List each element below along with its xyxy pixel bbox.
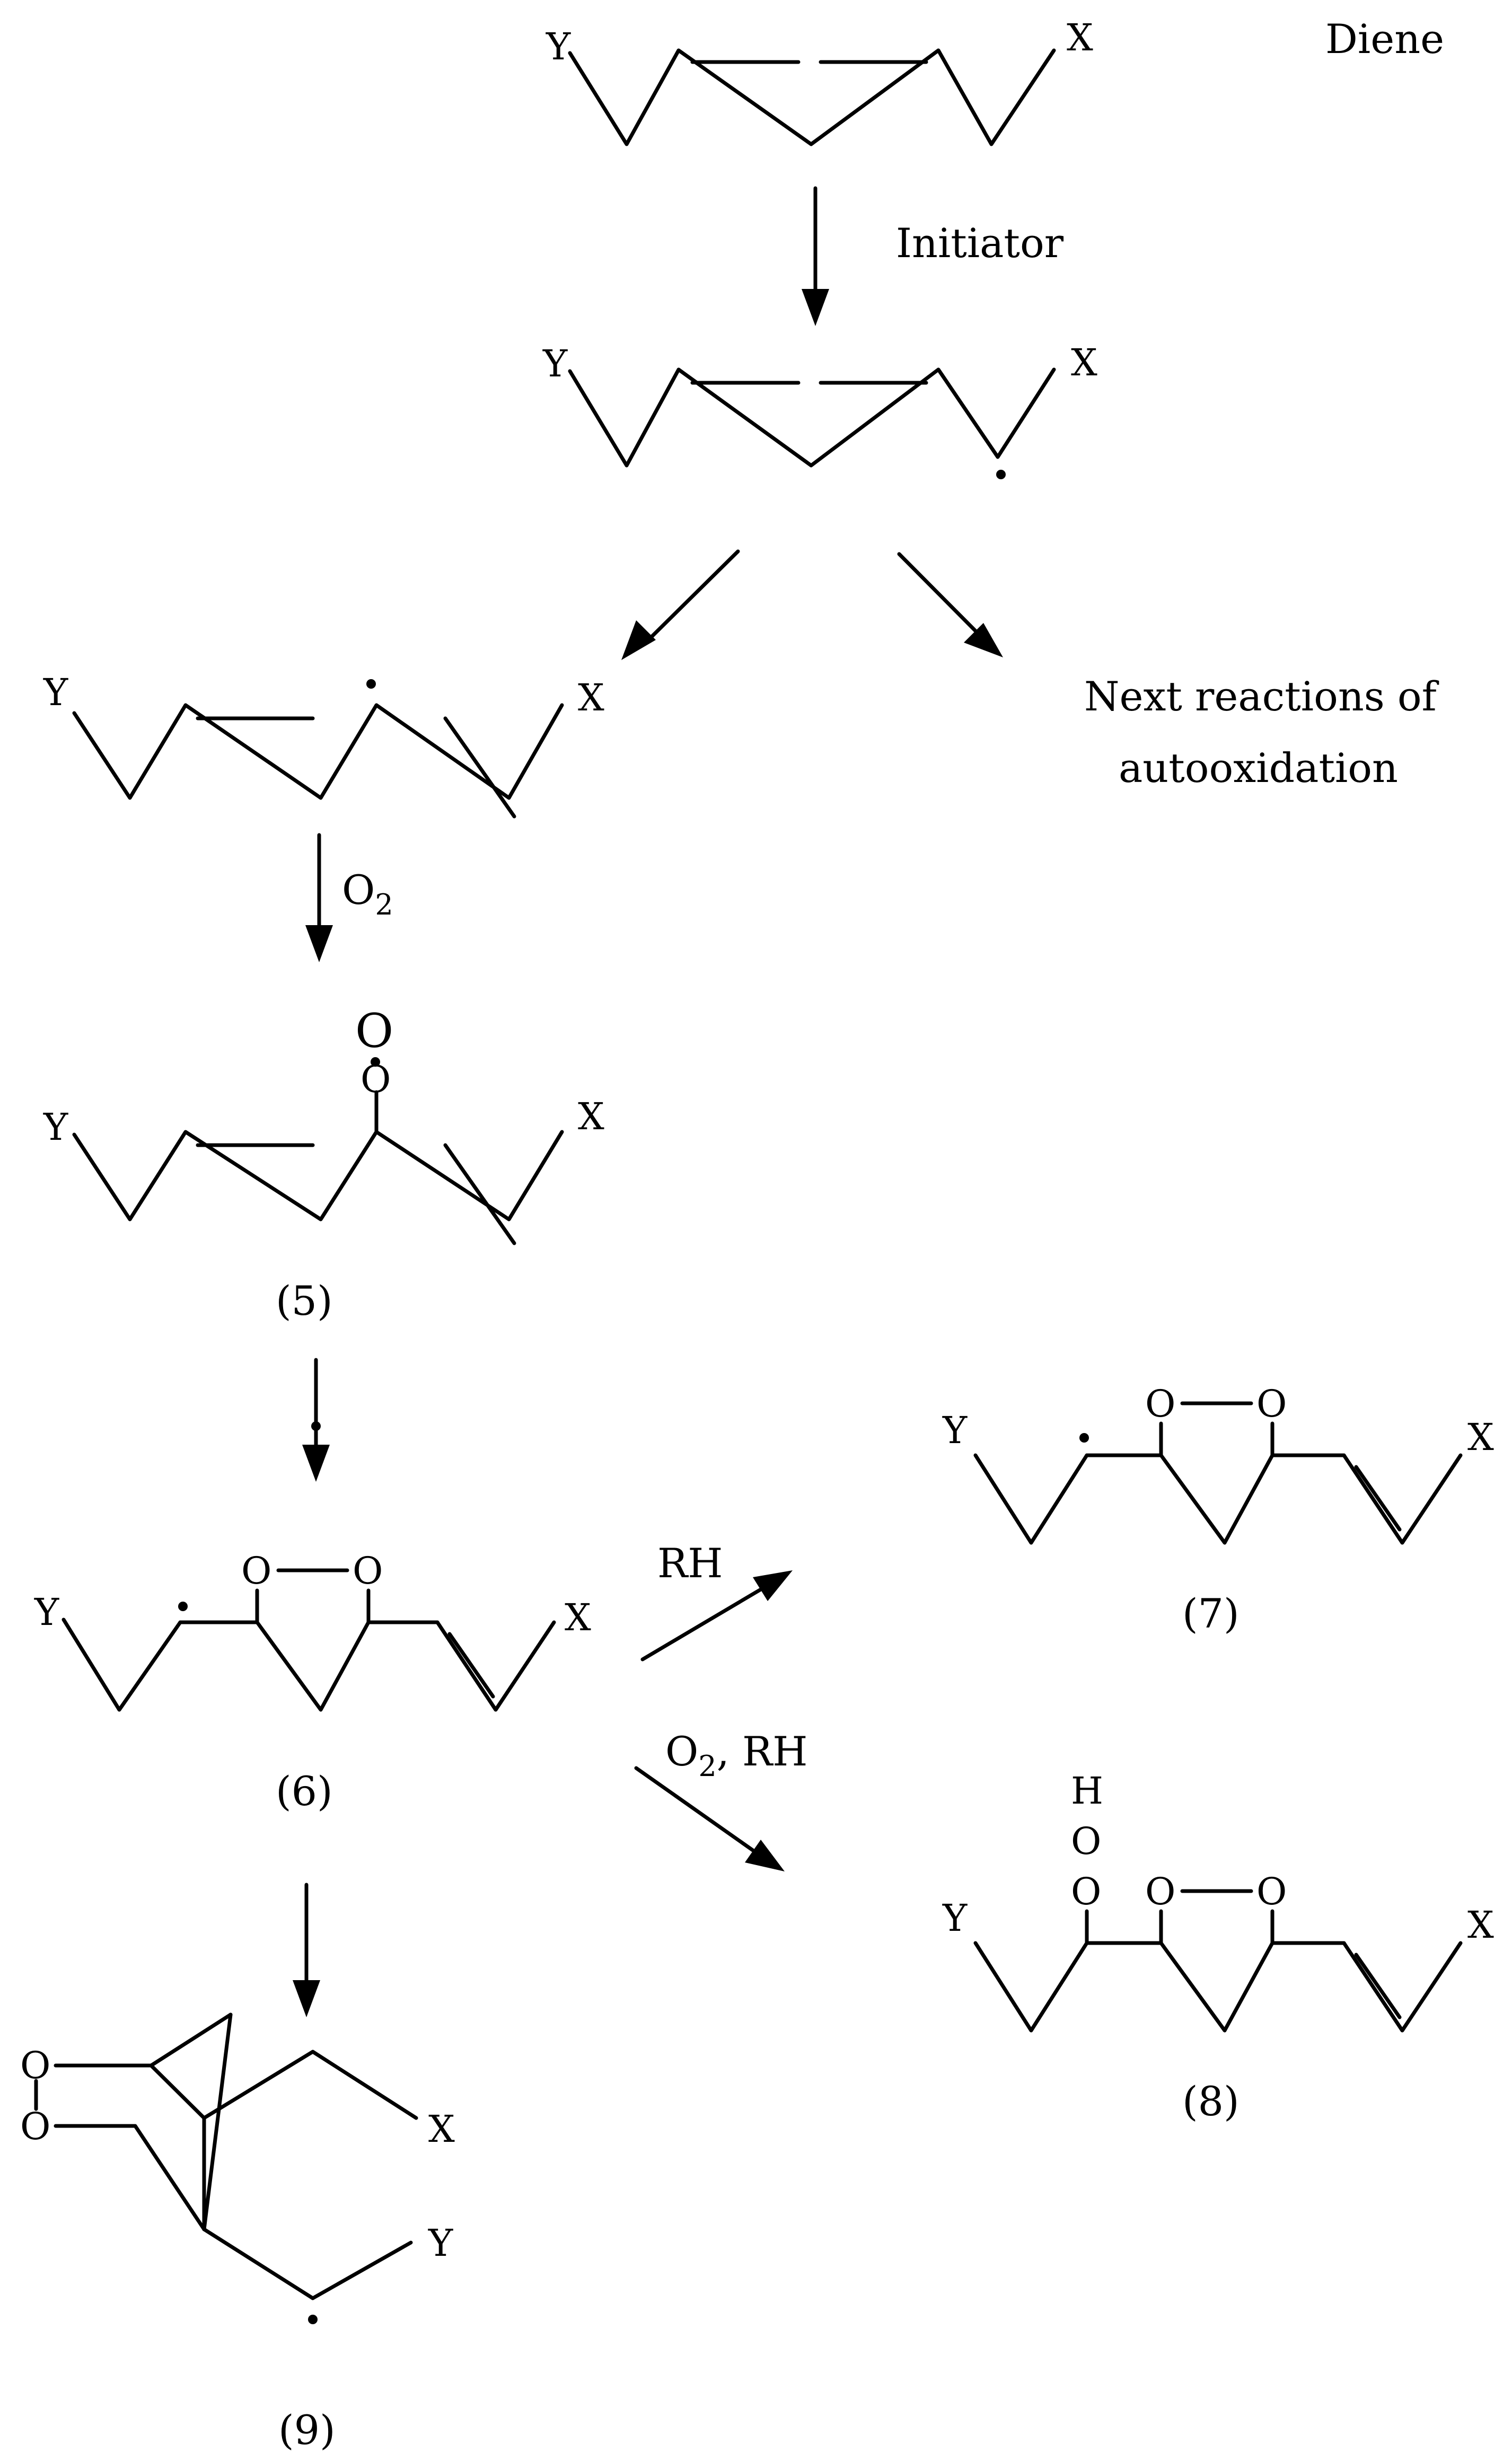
atom-x: X (1467, 1416, 1494, 1459)
compound-7-structure: O O Y X (942, 1382, 1494, 1545)
diene-label: Diene (1325, 15, 1444, 63)
arrow-o2 (305, 833, 333, 962)
atom-o-terminal: O (355, 1004, 393, 1058)
compound-6-label: (6) (276, 1768, 333, 1815)
arrow-dot (311, 1421, 321, 1431)
arrow-cyclization (302, 1358, 330, 1482)
radical-dot (996, 470, 1006, 479)
atom-x: X (428, 2107, 455, 2151)
arrow-to-next-reactions (897, 552, 1003, 657)
radical-dot (308, 2315, 318, 2324)
o2-rh-label-rest: , RH (717, 1728, 808, 1775)
o2-label: O2 (342, 866, 393, 921)
compound-9-label: (9) (278, 2406, 336, 2454)
atom-y: Y (542, 342, 568, 385)
rh-label: RH (657, 1540, 723, 1587)
arrow-o2-rh (634, 1766, 785, 1871)
o2-label-sub: 2 (375, 888, 393, 921)
next-reactions-line1: Next reactions of (1084, 673, 1439, 720)
atom-x: X (565, 1596, 591, 1639)
atom-o: O (353, 1549, 383, 1593)
atom-y: Y (546, 25, 571, 68)
compound-8-label: (8) (1182, 2078, 1240, 2125)
atom-x: X (1067, 16, 1093, 59)
atom-y: Y (34, 1590, 59, 1634)
arrow-to-bicyclic (293, 1883, 320, 2017)
radical-dot (371, 1057, 380, 1067)
arrow-rh (640, 1570, 793, 1662)
next-reactions-line2: autooxidation (1119, 744, 1398, 792)
diene-structure: Y X (546, 16, 1093, 146)
radical-dot (1079, 1433, 1089, 1443)
atom-o-hydroperoxyl: O (1071, 1820, 1101, 1863)
o2-rh-label: O2, RH (665, 1728, 808, 1783)
compound-8-structure: O O H O O Y X (942, 1769, 1494, 2033)
atom-o: O (20, 2044, 50, 2087)
atom-y: Y (43, 671, 68, 714)
atom-o: O (1145, 1870, 1175, 1913)
peroxyl-radical-structure: O O Y X (43, 1004, 604, 1245)
atom-y: Y (43, 1105, 68, 1149)
conjugated-radical-structure: Y X (43, 671, 604, 819)
arrow-initiator (802, 186, 829, 326)
compound-5-label: (5) (276, 1277, 333, 1324)
atom-x: X (578, 676, 604, 719)
radical-dot (366, 679, 376, 689)
o2-label-o: O (342, 866, 375, 913)
arrow-to-conjugated-radical (621, 549, 740, 660)
atom-y: Y (428, 2221, 453, 2265)
atom-o: O (241, 1549, 271, 1593)
atom-x: X (1071, 341, 1097, 384)
compound-7-label: (7) (1182, 1590, 1240, 1637)
cyclic-peroxide-radical-structure: O O Y X (34, 1549, 591, 1712)
atom-x: X (1467, 1903, 1494, 1947)
o2-rh-label-sub: 2 (698, 1750, 716, 1783)
initiator-label: Initiator (896, 219, 1064, 267)
bicyclic-peroxide-structure: O O X Y (20, 2012, 455, 2324)
atom-o: O (1256, 1870, 1287, 1913)
atom-y: Y (942, 1896, 968, 1940)
radical-dot (178, 1602, 188, 1611)
o2-rh-label-o: O (665, 1728, 698, 1775)
atom-x: X (578, 1095, 604, 1138)
atom-y: Y (942, 1409, 968, 1452)
pentadienyl-radical-structure: Y X (542, 341, 1097, 479)
atom-o: O (20, 2105, 50, 2148)
atom-o: O (1256, 1382, 1287, 1426)
atom-o: O (1145, 1382, 1175, 1426)
atom-o-hydroxyl: O (1071, 1870, 1101, 1913)
atom-h: H (1071, 1769, 1103, 1813)
